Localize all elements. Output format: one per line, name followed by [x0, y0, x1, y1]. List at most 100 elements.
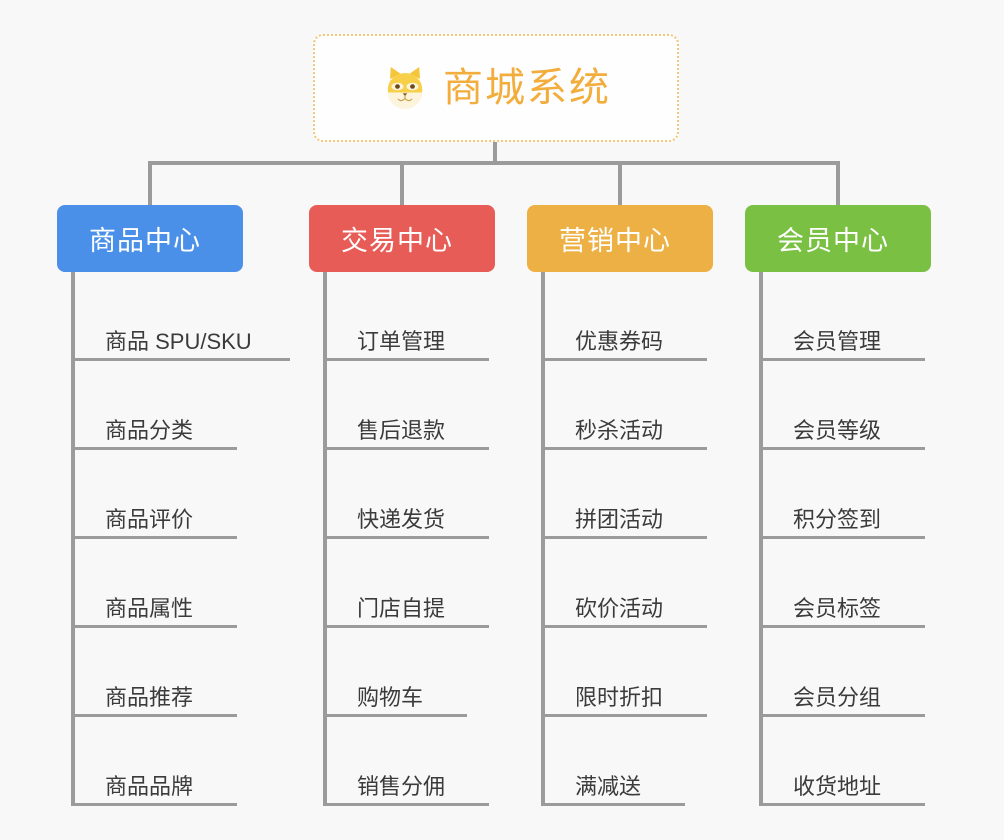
leaf-label: 商品品牌: [105, 774, 194, 799]
leaf-label: 购物车: [357, 685, 424, 710]
list-item[interactable]: 优惠券码: [541, 272, 707, 361]
category-header-member-center[interactable]: 会员中心: [745, 205, 931, 272]
category-label: 交易中心: [341, 226, 453, 256]
leaf-label: 商品属性: [105, 596, 194, 621]
leaf-label: 销售分佣: [357, 774, 446, 799]
list-item[interactable]: 会员标签: [759, 539, 925, 628]
list-item[interactable]: 快递发货: [323, 450, 489, 539]
list-item[interactable]: 秒杀活动: [541, 361, 707, 450]
leaf-underline: [71, 358, 290, 361]
list-item[interactable]: 满减送: [541, 717, 685, 806]
leaf-label: 限时折扣: [575, 685, 664, 710]
leaf-label: 商品推荐: [105, 685, 194, 710]
connector-drop-2: [400, 161, 404, 205]
list-item[interactable]: 收货地址: [759, 717, 925, 806]
leaf-label: 秒杀活动: [575, 418, 664, 443]
list-item[interactable]: 销售分佣: [323, 717, 489, 806]
connector-horizontal-bus: [148, 161, 840, 165]
list-item[interactable]: 订单管理: [323, 272, 489, 361]
leaf-underline: [71, 803, 237, 806]
leaf-underline: [759, 714, 925, 717]
leaf-underline: [541, 536, 707, 539]
leaf-list-trade-center: 订单管理 售后退款 快递发货 门店自提 购物车 销售分佣: [323, 272, 489, 806]
leaf-list-product-center: 商品 SPU/SKU 商品分类 商品评价 商品属性 商品推荐 商品品牌: [71, 272, 290, 806]
list-item[interactable]: 砍价活动: [541, 539, 707, 628]
category-label: 营销中心: [559, 226, 671, 256]
list-item[interactable]: 会员分组: [759, 628, 925, 717]
branch-column-product-center: 商品中心 商品 SPU/SKU 商品分类 商品评价 商品属性 商品推荐: [57, 205, 290, 806]
leaf-underline: [759, 447, 925, 450]
connector-drop-4: [836, 161, 840, 205]
list-item[interactable]: 商品推荐: [71, 628, 252, 717]
list-item[interactable]: 商品属性: [71, 539, 252, 628]
category-header-marketing-center[interactable]: 营销中心: [527, 205, 713, 272]
category-label: 会员中心: [777, 226, 889, 256]
leaf-underline: [759, 536, 925, 539]
list-item[interactable]: 会员管理: [759, 272, 925, 361]
branch-spine-1: [71, 272, 75, 806]
list-item[interactable]: 售后退款: [323, 361, 489, 450]
shiba-inu-dog-icon: [381, 64, 429, 112]
leaf-underline: [541, 803, 685, 806]
list-item[interactable]: 积分签到: [759, 450, 925, 539]
leaf-label: 订单管理: [357, 329, 446, 354]
list-item[interactable]: 商品评价: [71, 450, 252, 539]
connector-root-stem: [493, 142, 497, 164]
leaf-underline: [71, 536, 237, 539]
category-header-trade-center[interactable]: 交易中心: [309, 205, 495, 272]
leaf-underline: [71, 625, 237, 628]
branch-column-member-center: 会员中心 会员管理 会员等级 积分签到 会员标签 会员分组: [745, 205, 931, 806]
leaf-underline: [541, 447, 707, 450]
category-header-product-center[interactable]: 商品中心: [57, 205, 243, 272]
leaf-label: 商品 SPU/SKU: [105, 329, 252, 354]
leaf-label: 商品评价: [105, 507, 194, 532]
list-item[interactable]: 商品品牌: [71, 717, 252, 806]
leaf-underline: [759, 625, 925, 628]
leaf-underline: [323, 536, 489, 539]
connector-drop-1: [148, 161, 152, 205]
leaf-label: 砍价活动: [575, 596, 664, 621]
list-item[interactable]: 商品 SPU/SKU: [71, 272, 290, 361]
branch-spine-4: [759, 272, 763, 806]
leaf-list-marketing-center: 优惠券码 秒杀活动 拼团活动 砍价活动 限时折扣 满减送: [541, 272, 707, 806]
leaf-list-member-center: 会员管理 会员等级 积分签到 会员标签 会员分组 收货地址: [759, 272, 925, 806]
leaf-label: 售后退款: [357, 418, 446, 443]
list-item[interactable]: 门店自提: [323, 539, 489, 628]
leaf-underline: [323, 803, 489, 806]
leaf-label: 会员等级: [793, 418, 882, 443]
leaf-label: 会员标签: [793, 596, 882, 621]
leaf-label: 商品分类: [105, 418, 194, 443]
branch-column-trade-center: 交易中心 订单管理 售后退款 快递发货 门店自提 购物车: [309, 205, 495, 806]
leaf-label: 积分签到: [793, 507, 882, 532]
root-title: 商城系统: [443, 66, 611, 110]
leaf-underline: [759, 358, 925, 361]
leaf-underline: [759, 803, 925, 806]
leaf-underline: [541, 714, 707, 717]
leaf-underline: [323, 714, 467, 717]
leaf-label: 会员管理: [793, 329, 882, 354]
leaf-underline: [71, 714, 237, 717]
leaf-underline: [541, 625, 707, 628]
leaf-label: 拼团活动: [575, 507, 664, 532]
leaf-underline: [71, 447, 237, 450]
leaf-label: 快递发货: [357, 507, 446, 532]
branch-column-marketing-center: 营销中心 优惠券码 秒杀活动 拼团活动 砍价活动 限时折扣: [527, 205, 713, 806]
list-item[interactable]: 商品分类: [71, 361, 252, 450]
leaf-label: 会员分组: [793, 685, 882, 710]
root-node-mall-system[interactable]: 商城系统: [313, 34, 679, 142]
leaf-label: 满减送: [575, 774, 642, 799]
list-item[interactable]: 拼团活动: [541, 450, 707, 539]
leaf-underline: [323, 625, 489, 628]
leaf-label: 门店自提: [357, 596, 446, 621]
leaf-underline: [541, 358, 707, 361]
leaf-label: 优惠券码: [575, 329, 664, 354]
list-item[interactable]: 会员等级: [759, 361, 925, 450]
list-item[interactable]: 限时折扣: [541, 628, 707, 717]
branch-spine-3: [541, 272, 545, 806]
category-label: 商品中心: [89, 226, 201, 256]
leaf-underline: [323, 447, 489, 450]
leaf-underline: [323, 358, 489, 361]
leaf-label: 收货地址: [793, 774, 882, 799]
list-item[interactable]: 购物车: [323, 628, 467, 717]
